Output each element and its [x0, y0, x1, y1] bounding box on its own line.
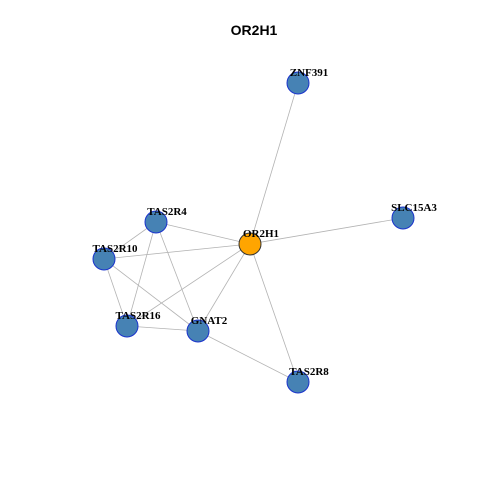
- edge-or2h1-tas2r10: [103, 243, 251, 260]
- node-gnat2: [186, 319, 210, 343]
- edge-or2h1-gnat2: [197, 243, 251, 332]
- edge-tas2r16-gnat2: [126, 325, 199, 332]
- node-znf391: [286, 71, 310, 95]
- node-label-slc15a3: SLC15A3: [391, 202, 437, 214]
- node-tas2r4: [144, 210, 168, 234]
- node-tas2r16: [115, 314, 139, 338]
- node-label-tas2r8: TAS2R8: [289, 366, 329, 378]
- node-tas2r10: [92, 247, 116, 271]
- edge-or2h1-znf391: [249, 82, 299, 245]
- node-slc15a3: [391, 206, 415, 230]
- edge-gnat2-tas2r8: [197, 330, 299, 383]
- edge-tas2r4-gnat2: [155, 221, 199, 332]
- node-label-tas2r4: TAS2R4: [147, 206, 187, 218]
- edge-tas2r4-tas2r16: [126, 221, 157, 327]
- edge-or2h1-tas2r4: [155, 221, 251, 245]
- node-label-gnat2: GNAT2: [191, 315, 228, 327]
- node-layer: [92, 71, 415, 394]
- node-label-tas2r10: TAS2R10: [92, 243, 138, 255]
- edge-or2h1-slc15a3: [249, 217, 404, 245]
- node-or2h1: [238, 232, 262, 256]
- edge-or2h1-tas2r8: [249, 243, 299, 383]
- node-label-znf391: ZNF391: [290, 67, 329, 79]
- node-tas2r8: [286, 370, 310, 394]
- node-label-tas2r16: TAS2R16: [115, 310, 161, 322]
- edge-tas2r10-tas2r16: [103, 258, 128, 327]
- node-label-or2h1: OR2H1: [243, 228, 279, 240]
- edge-tas2r10-gnat2: [103, 258, 199, 332]
- diagram-title: OR2H1: [231, 22, 278, 38]
- edge-or2h1-tas2r16: [126, 243, 251, 327]
- edge-layer: [103, 82, 404, 383]
